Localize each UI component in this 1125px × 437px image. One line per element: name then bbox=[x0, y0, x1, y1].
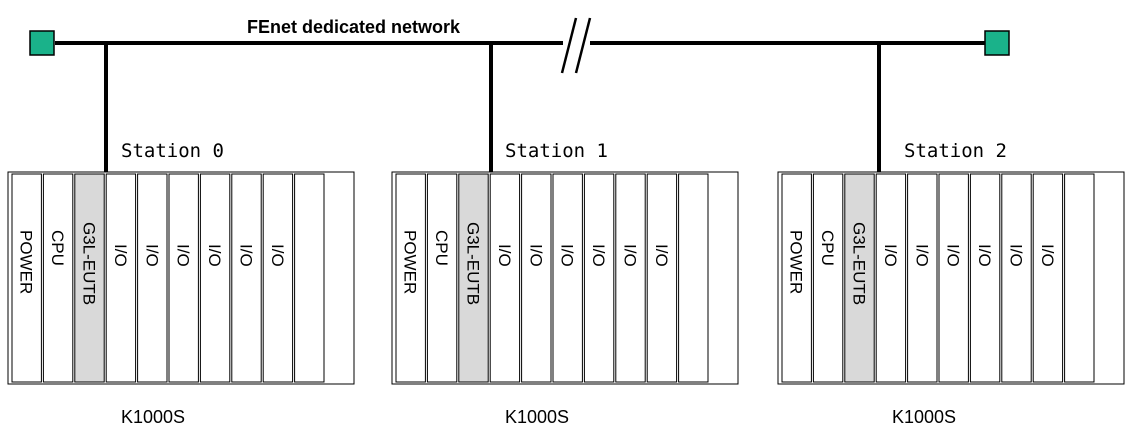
slot bbox=[489, 173, 521, 383]
slot bbox=[781, 173, 812, 383]
slot bbox=[938, 173, 969, 383]
rack-model-label: K1000S bbox=[892, 407, 956, 427]
slot-label: G3L-EUTB bbox=[850, 222, 869, 305]
slot bbox=[812, 173, 844, 383]
slot bbox=[1032, 173, 1064, 383]
slot-label: I/O bbox=[111, 244, 130, 267]
slot-label: CPU bbox=[432, 230, 451, 266]
station-label: Station 0 bbox=[121, 140, 224, 162]
slot bbox=[875, 173, 907, 383]
rack: POWER CPU G3L-EUTB I/O I/O I/O I/O I/O I/O bbox=[777, 171, 1125, 385]
slot-label: G3L-EUTB bbox=[464, 222, 483, 305]
station-1: Station 1 POWER CPU G3L-EUTB I/O I/O I/O I/O I/… bbox=[391, 43, 739, 427]
rack-model-label: K1000S bbox=[505, 407, 569, 427]
rack-model-label: K1000S bbox=[121, 407, 185, 427]
slot bbox=[105, 173, 137, 383]
terminator-right bbox=[984, 30, 1010, 56]
slot-label: I/O bbox=[558, 244, 577, 267]
slot bbox=[137, 173, 168, 383]
slot-label: I/O bbox=[495, 244, 514, 267]
slot bbox=[395, 173, 426, 383]
slot bbox=[294, 173, 325, 383]
terminator-left bbox=[29, 30, 55, 56]
slot bbox=[1001, 173, 1032, 383]
station-label: Station 2 bbox=[904, 140, 1007, 162]
slot-label: POWER bbox=[17, 230, 36, 294]
slot-label: I/O bbox=[621, 244, 640, 267]
rack: POWER CPU G3L-EUTB I/O I/O I/O I/O I/O I/O bbox=[391, 171, 739, 385]
slot bbox=[583, 173, 615, 383]
slot-label: G3L-EUTB bbox=[80, 222, 99, 305]
slot-label: I/O bbox=[975, 244, 994, 267]
rack: POWER CPU G3L-EUTB I/O I/O I/O I/O I/O I/O bbox=[7, 171, 355, 385]
slot-label: I/O bbox=[268, 244, 287, 267]
slot-label: POWER bbox=[787, 230, 806, 294]
break-mark-2 bbox=[574, 17, 592, 74]
station-0: Station 0 POWER CPU G3L-EUTB I/O I/O I/O I/O I/… bbox=[7, 43, 355, 427]
slot bbox=[552, 173, 583, 383]
slot bbox=[262, 173, 294, 383]
network-backbone: FEnet dedicated network bbox=[29, 17, 1010, 74]
slot-label: I/O bbox=[881, 244, 900, 267]
slot-label: CPU bbox=[48, 230, 67, 266]
slot bbox=[199, 173, 231, 383]
slot bbox=[426, 173, 458, 383]
slot-label: I/O bbox=[174, 244, 193, 267]
slot-label: I/O bbox=[589, 244, 608, 267]
station-2: Station 2 POWER CPU G3L-EUTB I/O I/O I/O I/O I/… bbox=[777, 43, 1125, 427]
slot bbox=[168, 173, 199, 383]
slot-label: POWER bbox=[401, 230, 420, 294]
slot bbox=[42, 173, 74, 383]
network-title: FEnet dedicated network bbox=[247, 17, 461, 37]
slot-label: I/O bbox=[142, 244, 161, 267]
slot-label: I/O bbox=[1038, 244, 1057, 267]
slot-label: I/O bbox=[912, 244, 931, 267]
slot bbox=[11, 173, 42, 383]
slot bbox=[969, 173, 1001, 383]
slot bbox=[678, 173, 709, 383]
slot bbox=[646, 173, 678, 383]
slot-label: I/O bbox=[652, 244, 671, 267]
slot-label: CPU bbox=[818, 230, 837, 266]
slot bbox=[907, 173, 938, 383]
slot-label: I/O bbox=[237, 244, 256, 267]
slot-label: I/O bbox=[1007, 244, 1026, 267]
slot bbox=[521, 173, 552, 383]
slot bbox=[1064, 173, 1095, 383]
break-mark-1 bbox=[560, 17, 578, 74]
slot bbox=[231, 173, 262, 383]
slot-label: I/O bbox=[205, 244, 224, 267]
slot-ethernet-module bbox=[458, 173, 489, 383]
slot-ethernet-module bbox=[844, 173, 875, 383]
slot bbox=[615, 173, 646, 383]
slot-label: I/O bbox=[944, 244, 963, 267]
slot-label: I/O bbox=[526, 244, 545, 267]
slot-ethernet-module bbox=[74, 173, 105, 383]
station-label: Station 1 bbox=[505, 140, 608, 162]
